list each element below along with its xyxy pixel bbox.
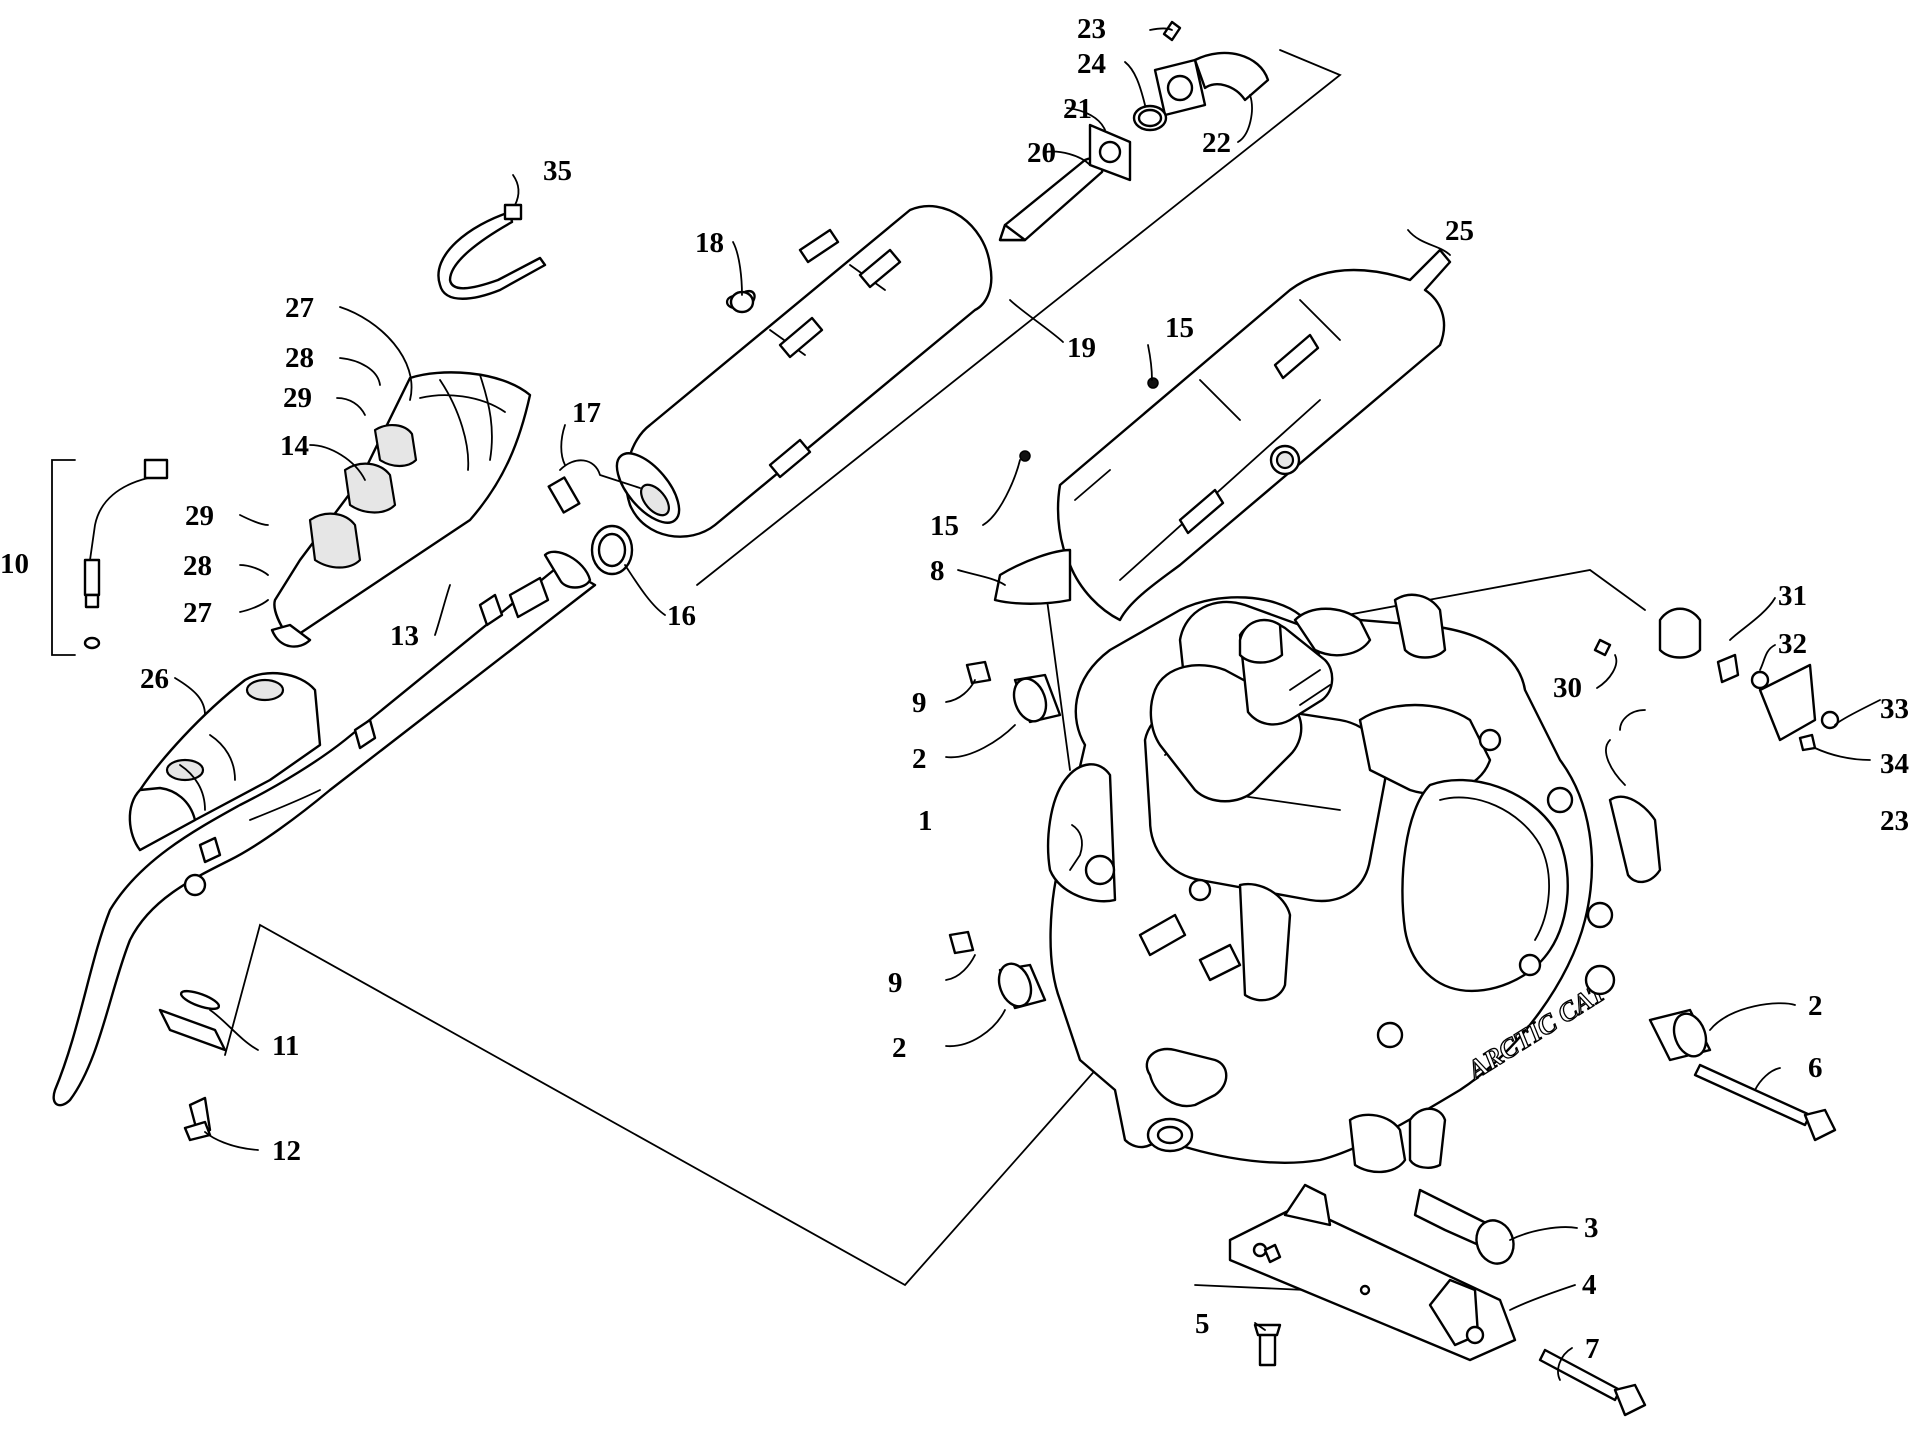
heat-shield-front [270, 371, 532, 648]
callout-2: 2 [1808, 990, 1823, 1022]
callout-23: 23 [1077, 13, 1106, 45]
callout-7: 7 [1585, 1333, 1600, 1365]
callout-33: 33 [1880, 693, 1909, 725]
muffler [615, 204, 993, 538]
callout-28: 28 [183, 550, 212, 582]
heat-shield-rear [128, 671, 322, 852]
callout-10: 10 [0, 548, 29, 580]
callout-30: 30 [1553, 672, 1582, 704]
callout-9: 9 [912, 687, 927, 719]
side-bracket-assembly [1658, 607, 1840, 752]
callout-23: 23 [1880, 805, 1909, 837]
muffler-strap [437, 203, 547, 300]
fasteners-upper [729, 290, 1612, 657]
callout-leader-lines [174, 27, 1881, 1381]
callout-13: 13 [390, 620, 419, 652]
callout-26: 26 [140, 663, 169, 695]
mounting-bolts [158, 660, 1837, 1417]
callout-35: 35 [543, 155, 572, 187]
callout-5: 5 [1195, 1308, 1210, 1340]
exhaust-header-pipe [52, 550, 597, 1107]
callout-19: 19 [1067, 332, 1096, 364]
engine-assembly: ARCTIC CAT [1046, 593, 1662, 1174]
callout-25: 25 [1445, 215, 1474, 247]
engine-mount-bracket [1228, 1183, 1517, 1362]
tail-pipe [998, 123, 1132, 242]
callout-29: 29 [283, 382, 312, 414]
callout-9: 9 [888, 967, 903, 999]
engine-mount-bushings [997, 673, 1712, 1265]
callout-15: 15 [1165, 312, 1194, 344]
callout-labels: 1 2 2 2 3 4 5 6 7 8 9 9 10 11 12 13 14 1… [0, 13, 1909, 1365]
callout-15: 15 [930, 510, 959, 542]
callout-11: 11 [272, 1030, 299, 1062]
callout-20: 20 [1027, 137, 1056, 169]
small-shield-8 [993, 548, 1072, 605]
callout-2: 2 [892, 1032, 907, 1064]
callout-27: 27 [285, 292, 314, 324]
callout-6: 6 [1808, 1052, 1823, 1084]
callout-24: 24 [1077, 48, 1106, 80]
callout-1: 1 [918, 805, 933, 837]
callout-16: 16 [667, 600, 696, 632]
callout-34: 34 [1880, 748, 1909, 780]
spark-arrestor [1132, 20, 1270, 132]
callout-31: 31 [1778, 580, 1807, 612]
callout-14: 14 [280, 430, 309, 462]
callout-18: 18 [695, 227, 724, 259]
oxygen-sensor [51, 458, 169, 656]
callout-2: 2 [912, 743, 927, 775]
callout-32: 32 [1778, 628, 1807, 660]
callout-27: 27 [183, 597, 212, 629]
callout-12: 12 [272, 1135, 301, 1167]
spring-and-gasket [547, 459, 641, 576]
callout-3: 3 [1584, 1212, 1599, 1244]
muffler-heat-shield [1056, 248, 1452, 622]
callout-29: 29 [185, 500, 214, 532]
callout-17: 17 [572, 397, 601, 429]
callout-28: 28 [285, 342, 314, 374]
callout-8: 8 [930, 555, 945, 587]
callout-22: 22 [1202, 127, 1231, 159]
callout-4: 4 [1582, 1269, 1597, 1301]
callout-21: 21 [1063, 93, 1092, 125]
